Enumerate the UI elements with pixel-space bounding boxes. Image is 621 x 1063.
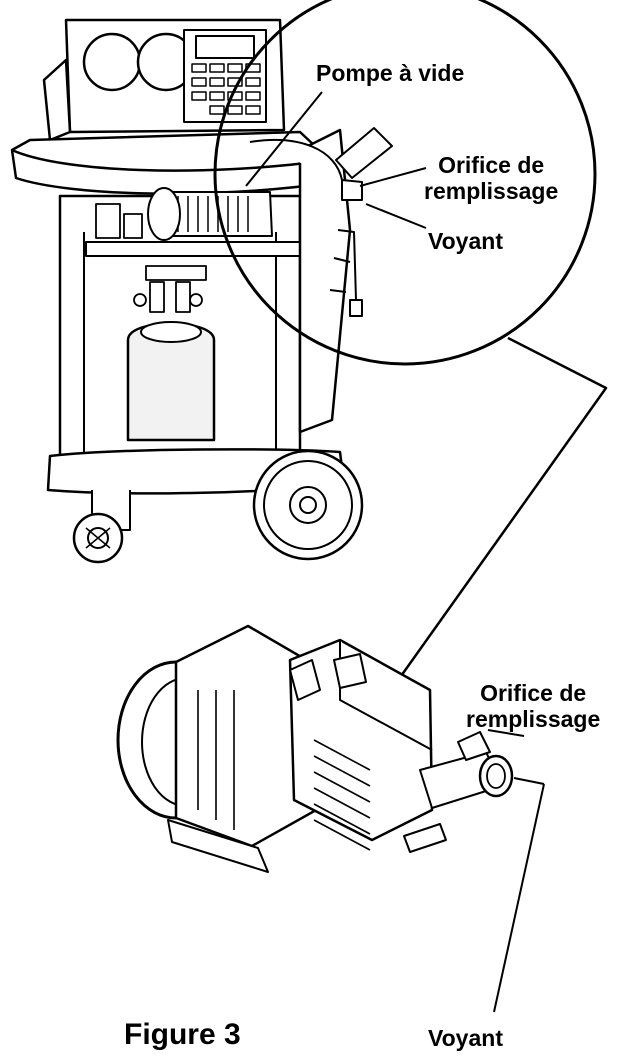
power-cord (337, 229, 357, 301)
bottom-leaders (487, 729, 545, 1013)
manifold-valves (95, 203, 207, 313)
lcd-screen (195, 35, 255, 59)
label-fill-port-top-line2: remplissage (424, 178, 559, 205)
fill-port-detail (335, 127, 393, 179)
label-fill-port-bottom-line1: Orifice de (480, 680, 587, 706)
label-fill-port-top-line1: Orifice de (438, 152, 545, 178)
keypad (191, 63, 261, 115)
handle-tower (298, 128, 352, 434)
figure-caption: Figure 3 (124, 1018, 241, 1051)
label-fill-port-bottom: Orifice de remplissage (466, 680, 600, 733)
top-fitting-left (289, 659, 321, 701)
vacuum-pump-detail (116, 624, 514, 873)
magnifier-circle (213, 0, 597, 366)
label-vacuum-pump: Pompe à vide (316, 60, 465, 86)
machine-unit (10, 18, 364, 564)
label-sight-glass-top: Voyant (428, 228, 503, 254)
cooling-fins (313, 739, 371, 851)
drain-fitting (403, 823, 447, 853)
pressure-gauge-left (82, 32, 142, 92)
zoom-connector (372, 336, 608, 715)
top-leaders (245, 91, 427, 229)
label-fill-port-top: Orifice de remplissage (424, 152, 558, 205)
label-sight-glass-bottom: Voyant (428, 1025, 503, 1051)
pump-fill-port (457, 731, 491, 761)
top-fitting-right (333, 653, 367, 689)
base-plate (167, 819, 269, 873)
label-fill-port-bottom-line2: remplissage (466, 706, 601, 733)
